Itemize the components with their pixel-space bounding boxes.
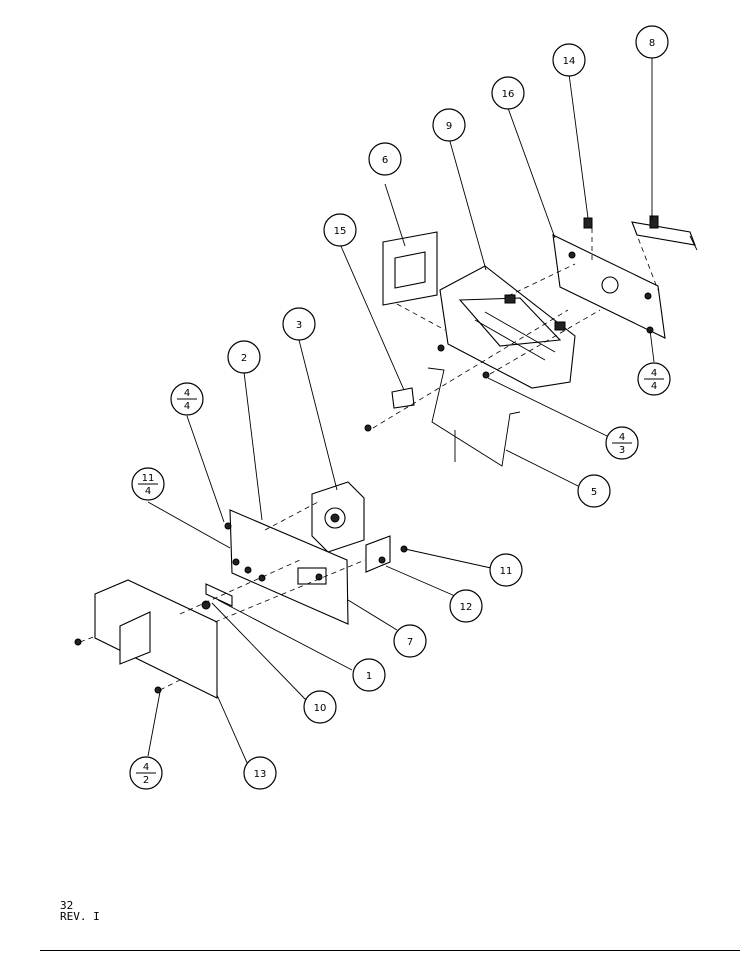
callout-13: 13: [243, 756, 277, 790]
part-2-housing: [229, 509, 349, 625]
callout-4-2: 4 2: [129, 756, 163, 790]
callout-2: 2: [227, 340, 261, 374]
callout-7: 7: [393, 624, 427, 658]
bottom-rule: [40, 950, 740, 951]
part-16-mounting-plate: [552, 217, 666, 339]
callout-7-label: 7: [407, 637, 413, 648]
callout-8: 8: [635, 25, 669, 59]
callout-5: 5: [577, 474, 611, 508]
callout-10-label: 10: [314, 703, 327, 714]
callout-6: 6: [368, 142, 402, 176]
callout-14-label: 14: [563, 56, 576, 67]
callout-3: 3: [282, 307, 316, 341]
callout-15: 15: [323, 213, 357, 247]
callout-4-2-num: 4: [143, 762, 149, 773]
callout-11-4: 11 4: [131, 467, 165, 501]
callout-8-label: 8: [649, 38, 655, 49]
callout-1-label: 1: [366, 671, 372, 682]
callout-10: 10: [303, 690, 337, 724]
part-10-bracket: [201, 583, 233, 610]
callout-12: 12: [449, 589, 483, 623]
callout-11: 11: [489, 553, 523, 587]
callout-11-4-den: 4: [145, 486, 151, 497]
callout-4-3-den: 3: [619, 445, 625, 456]
assembly-lines: [79, 221, 659, 691]
callout-5-label: 5: [591, 487, 597, 498]
part-15-bracket: [391, 387, 415, 409]
callout-4-4l-num: 4: [184, 388, 190, 399]
part-8-bracket: [631, 215, 698, 251]
part-12-switch: [365, 535, 391, 573]
callout-2-label: 2: [241, 353, 247, 364]
callout-4-3-num: 4: [619, 432, 625, 443]
page-number: 32: [60, 899, 74, 912]
callout-1: 1: [352, 658, 386, 692]
callout-4-4l-den: 4: [184, 401, 190, 412]
part-3-motor: [311, 481, 365, 553]
callout-6-label: 6: [382, 155, 388, 166]
callout-16-label: 16: [502, 89, 515, 100]
part-6-cover: [382, 231, 438, 306]
callout-4-2-den: 2: [143, 775, 149, 786]
callout-3-label: 3: [296, 320, 302, 331]
callout-4-4-right: 4 4: [637, 362, 671, 396]
callout-4-4-left: 4 4: [170, 382, 204, 416]
callout-16: 16: [491, 76, 525, 110]
revision-label: REV. I: [60, 910, 100, 923]
callout-15-label: 15: [334, 226, 347, 237]
part-9-ice-mold: [439, 265, 576, 389]
callout-4-4-num: 4: [651, 368, 657, 379]
callout-4-3: 4 3: [605, 426, 639, 460]
callout-11-4-num: 11: [142, 473, 155, 484]
callout-14: 14: [552, 43, 586, 77]
page-footer: 32 REV. I: [60, 900, 100, 922]
callout-11-label: 11: [500, 566, 513, 577]
callout-4-4-den: 4: [651, 381, 657, 392]
callout-9: 9: [432, 108, 466, 142]
callout-12-label: 12: [460, 602, 473, 613]
part-13-front-cover: [74, 579, 218, 699]
callout-13-label: 13: [254, 769, 267, 780]
part-5-wire-arm: [427, 367, 521, 467]
leader-lines: [147, 58, 655, 766]
callout-9-label: 9: [446, 121, 452, 132]
screws: [224, 344, 490, 582]
